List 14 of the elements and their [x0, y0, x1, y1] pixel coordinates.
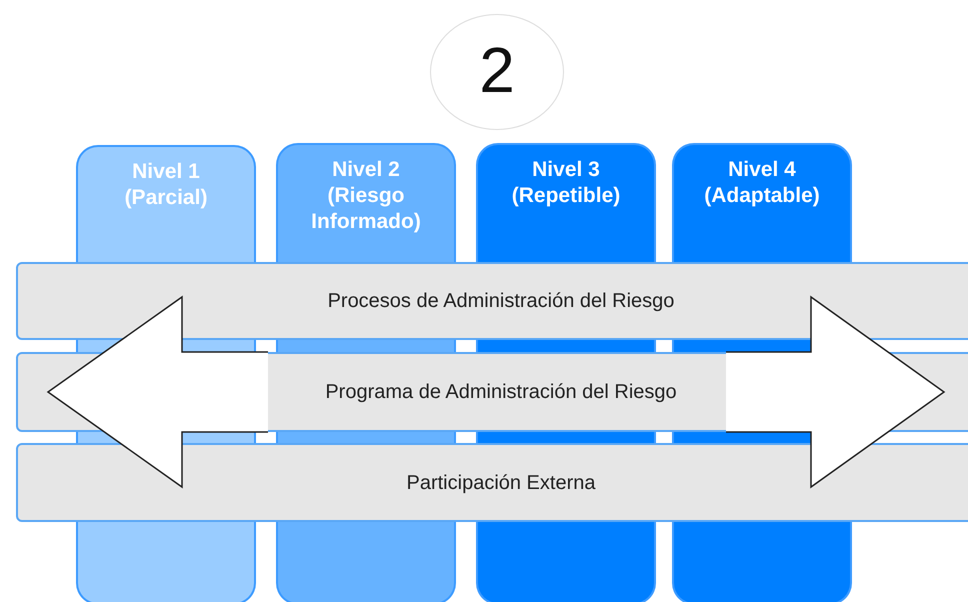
- level-column: [476, 143, 656, 262]
- level-title: Nivel 1 (Parcial): [124, 159, 208, 211]
- step-number: 2: [478, 35, 516, 105]
- level-title: Nivel 3 (Repetible): [510, 157, 622, 209]
- band-label: Programa de Administración del Riesgo: [325, 381, 677, 404]
- band-label: Procesos de Administración del Riesgo: [328, 290, 674, 313]
- level-column: [76, 145, 256, 262]
- level-column: [276, 143, 456, 262]
- band-label: Participación Externa: [406, 472, 596, 494]
- category-band: [16, 443, 968, 522]
- level-title: Nivel 2 (Riesgo Informado): [310, 157, 422, 235]
- category-band: [16, 262, 968, 340]
- level-title: Nivel 4 (Adaptable): [703, 157, 821, 209]
- level-column: [672, 143, 852, 262]
